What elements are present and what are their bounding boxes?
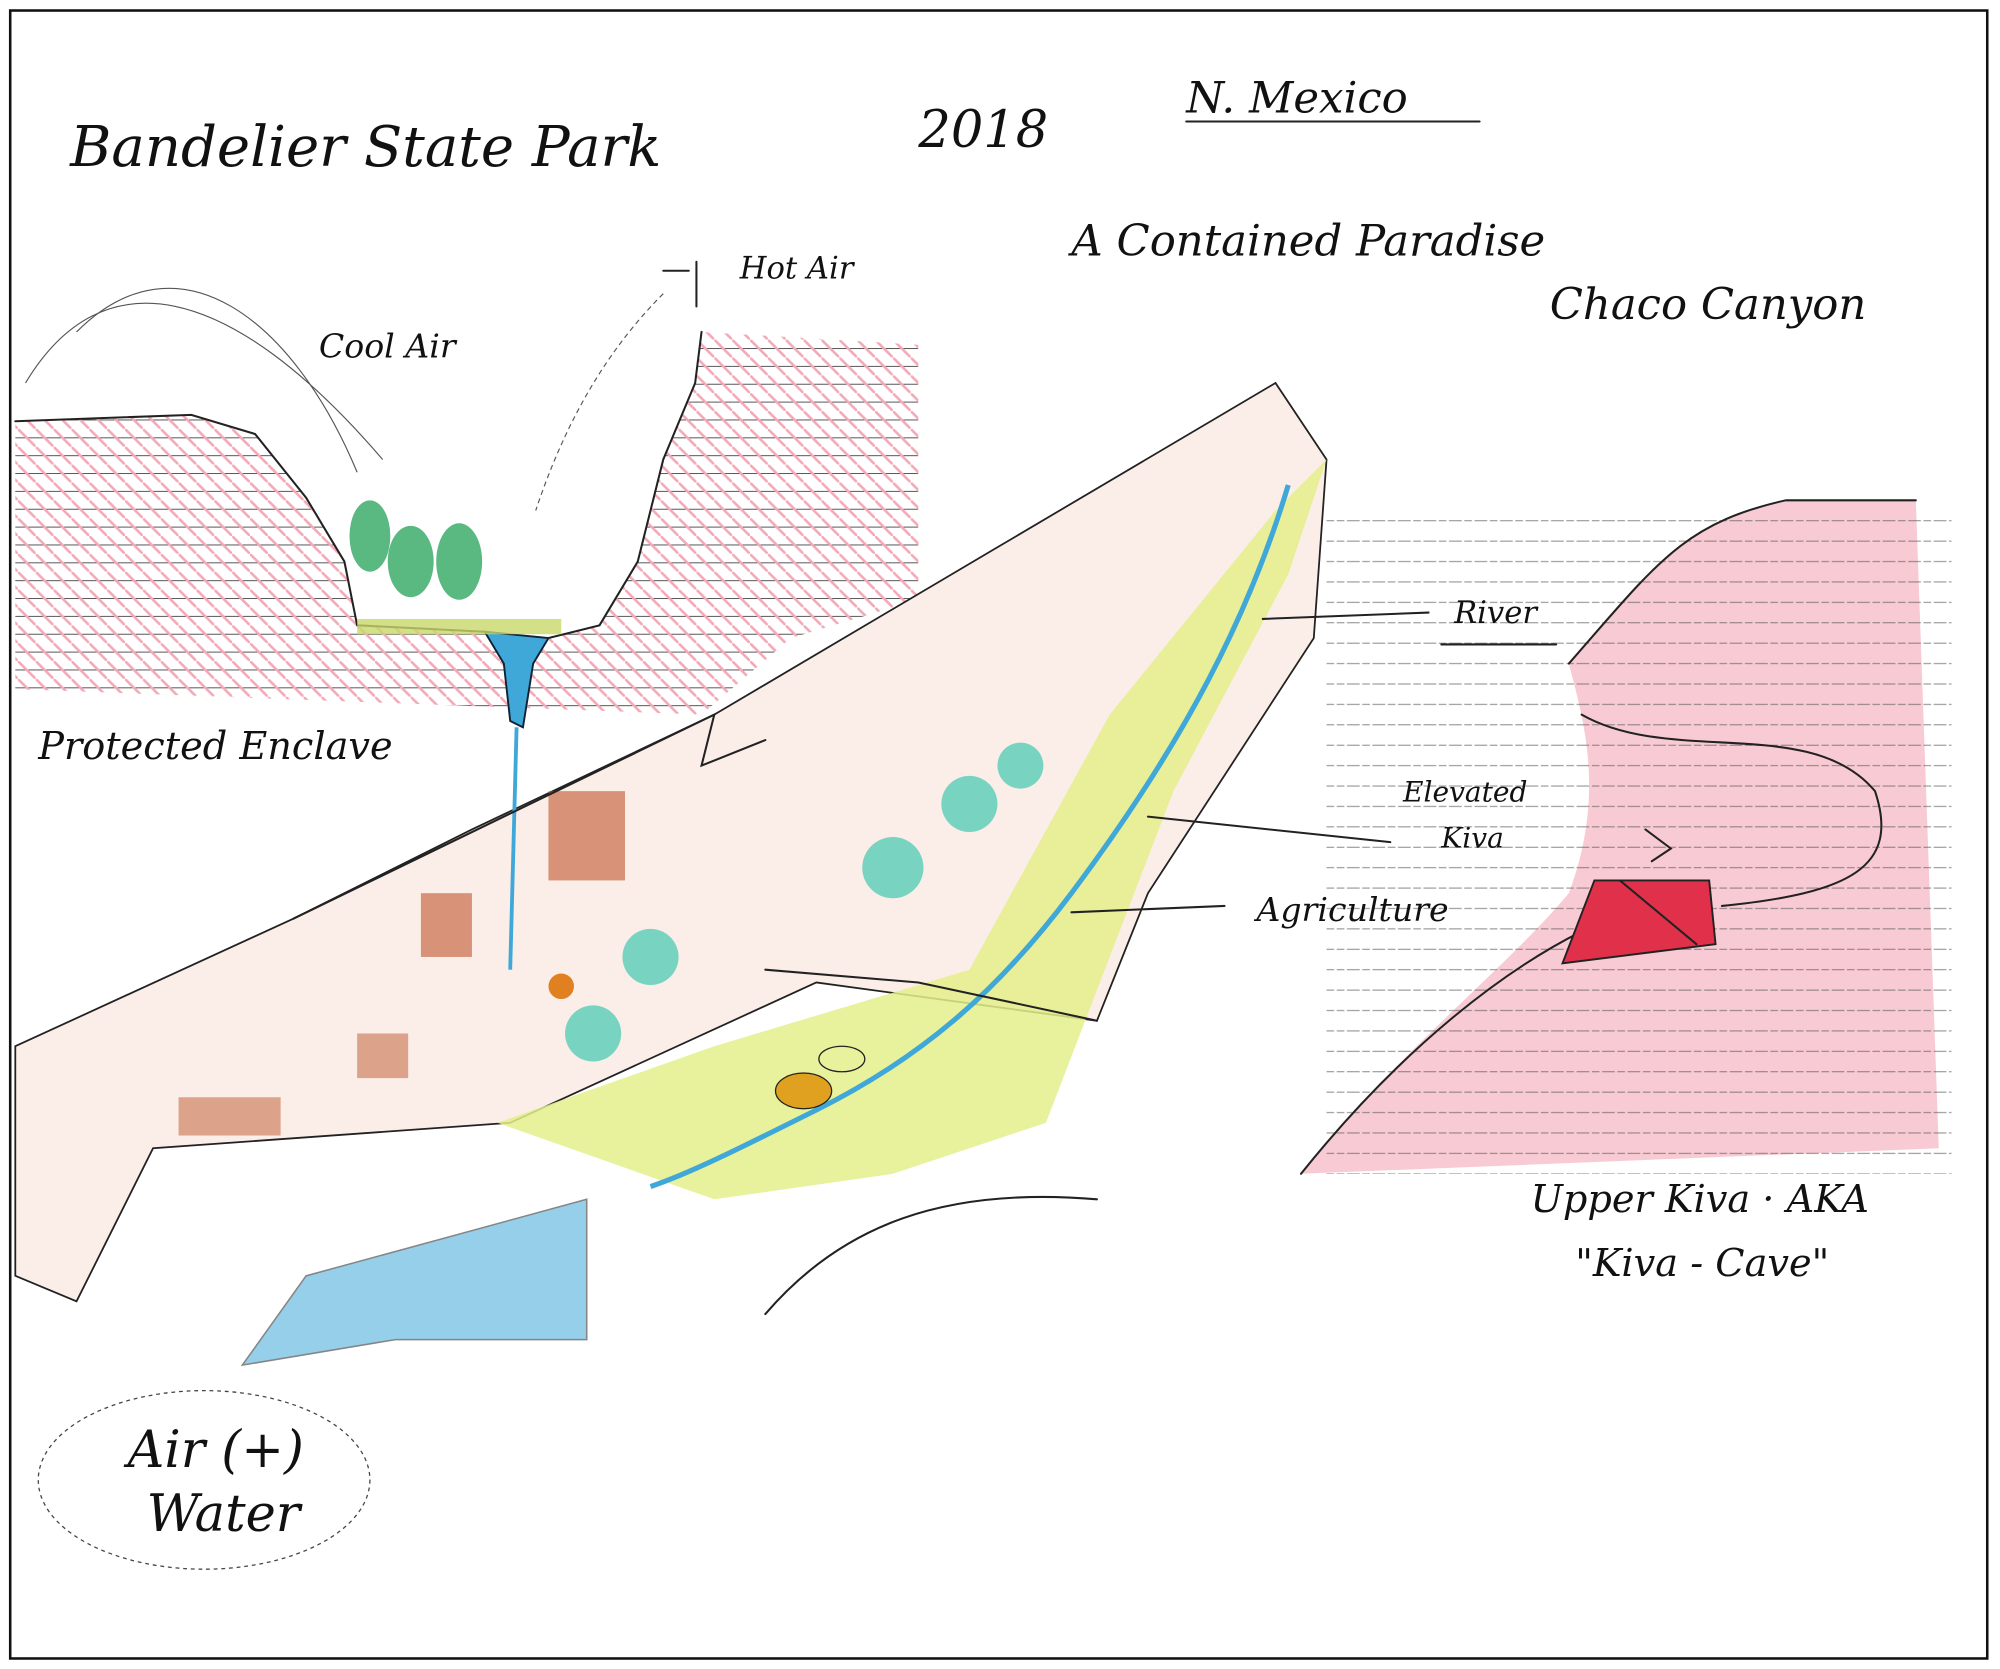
kiva-circle — [774, 1072, 833, 1110]
leader-lines — [662, 120, 1673, 914]
main-canyon — [14, 381, 1328, 1316]
elevated-kiva-label-2: Kiva — [1440, 821, 1504, 854]
elevated-kiva-label: Elevated — [1402, 775, 1527, 808]
air-water-section — [37, 1198, 588, 1570]
river-line — [649, 484, 1291, 1189]
trees-upper — [349, 500, 483, 600]
place-text: Chaco Canyon — [1550, 280, 1867, 330]
location-text: N. Mexico — [1185, 74, 1408, 124]
waterfall — [482, 630, 551, 729]
upper-canyon-section — [14, 287, 919, 729]
cool-air-label: Cool Air — [319, 326, 458, 365]
water-label: Water — [147, 1485, 303, 1544]
title-text: Bandelier State Park — [69, 115, 661, 180]
hot-air-label: Hot Air — [739, 251, 856, 286]
subtitle-text: A Contained Paradise — [1067, 216, 1545, 266]
protected-enclave-label: Protected Enclave — [37, 724, 392, 769]
river-label: River — [1453, 596, 1539, 631]
fire-pit — [548, 973, 574, 1000]
kiva-cave-section — [1300, 499, 1952, 1175]
upper-kiva-label: Upper Kiva · AKA — [1531, 1177, 1869, 1222]
kiva-cave-label: "Kiva - Cave" — [1575, 1241, 1829, 1286]
year-text: 2018 — [917, 101, 1048, 160]
agriculture-label: Agriculture — [1253, 890, 1448, 929]
trees-valley — [565, 742, 1044, 1062]
air-label: Air (+) — [124, 1421, 304, 1480]
elevated-kiva — [1561, 879, 1717, 965]
